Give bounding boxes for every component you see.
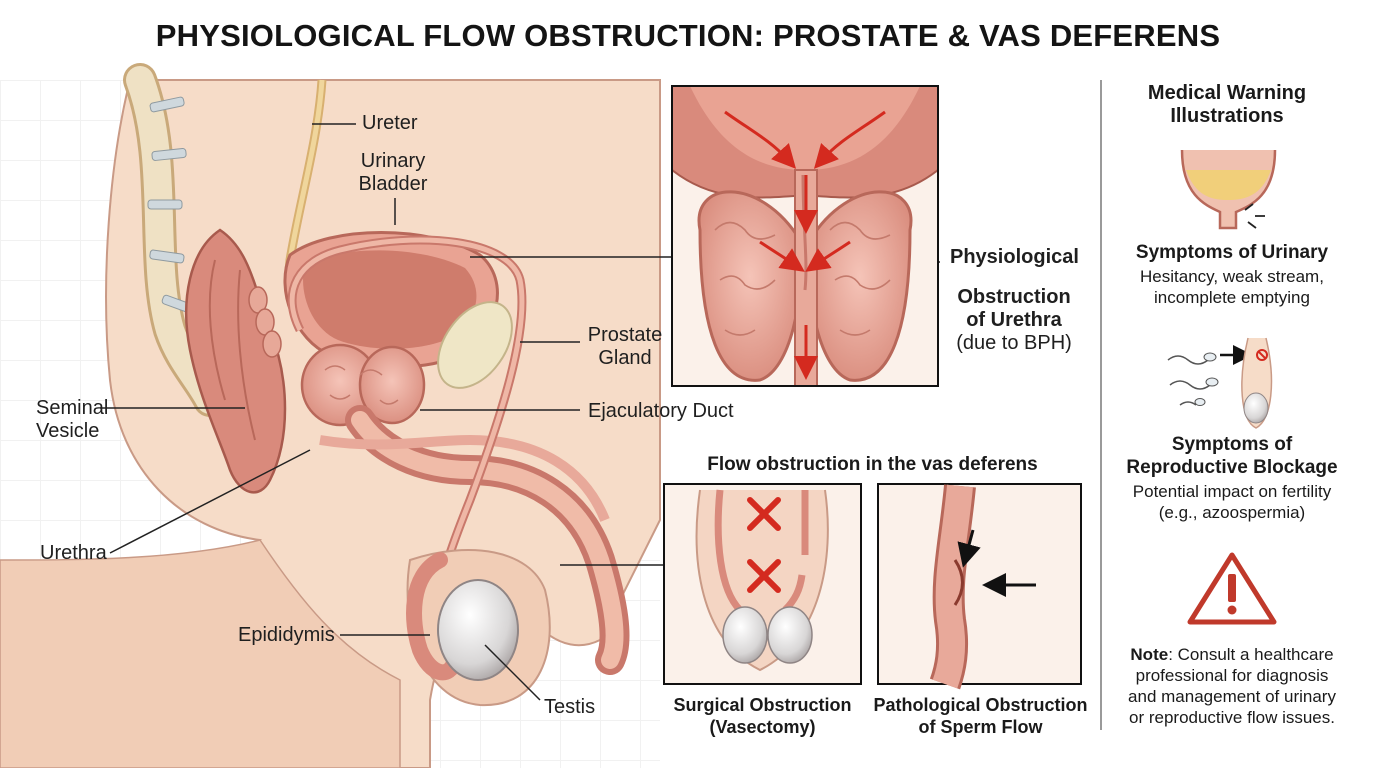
label-obstruction-line4: (due to BPH) [956, 332, 1072, 354]
label-epididymis: Epididymis [238, 624, 335, 646]
label-obstruction-line3: of Urethra [966, 309, 1062, 331]
label-physiological: Physiological [950, 246, 1079, 268]
label-seminal-line2: Vesicle [36, 420, 100, 442]
urinary-text-line1: Hesitancy, weak stream, [1140, 267, 1324, 286]
label-urethra: Urethra [40, 542, 107, 564]
repro-title-line2: Reproductive Blockage [1126, 457, 1338, 478]
urethra-inset [671, 85, 939, 387]
label-prostate-line1: Prostate [587, 324, 663, 346]
label-prostate-line2: Gland [598, 347, 652, 369]
sidebar-heading-line2: Illustrations [1170, 105, 1284, 127]
caption-pathological: Pathological Obstruction of Sperm Flow [868, 694, 1093, 738]
prostate-shape [300, 343, 426, 427]
label-urinary-bladder-line1: Urinary [360, 150, 426, 172]
label-testis: Testis [544, 696, 596, 718]
caption-surgical-line2: (Vasectomy) [709, 717, 816, 737]
label-seminal-line1: Seminal [36, 397, 109, 419]
caption-pathological-line2: of Sperm Flow [918, 717, 1043, 737]
urinary-symptoms-title: Symptoms of Urinary [1135, 242, 1329, 263]
label-prostate-gland: Prostate Gland [580, 324, 670, 370]
caption-surgical: Surgical Obstruction (Vasectomy) [664, 694, 861, 738]
note-line4: or reproductive flow issues. [1129, 708, 1335, 727]
note-line1: Note: Consult a healthcare [1112, 644, 1352, 665]
buttock [0, 539, 401, 768]
testis-shape [437, 579, 519, 681]
epididymis-shape [406, 552, 463, 681]
repro-symptoms-title: Symptoms of Reproductive Blockage [1104, 433, 1360, 479]
label-ejaculatory-duct: Ejaculatory Duct [588, 400, 734, 422]
label-obstruction-urethra: Obstruction of Urethra (due to BPH) [950, 286, 1078, 355]
sidebar-divider [1100, 80, 1102, 730]
caption-pathological-line1: Pathological Obstruction [873, 695, 1088, 715]
sperm-blockage-icon [1167, 337, 1273, 429]
label-obstruction-line2: Obstruction [957, 286, 1071, 308]
warning-triangle-icon [1187, 552, 1277, 625]
urinary-symptoms-text: Hesitancy, weak stream, incomplete empty… [1104, 266, 1360, 308]
bladder-icon [1180, 149, 1277, 230]
repro-title-line1: Symptoms of [1171, 434, 1293, 455]
sidebar-heading: Medical Warning Illustrations [1104, 82, 1350, 128]
repro-text-line2: (e.g., azoospermia) [1158, 503, 1306, 522]
caption-surgical-line1: Surgical Obstruction [673, 695, 852, 715]
sidebar-note: Note: Consult a healthcare professional … [1112, 644, 1352, 728]
urinary-text-line2: incomplete emptying [1154, 288, 1310, 307]
sidebar-heading-line1: Medical Warning [1147, 82, 1307, 104]
note-line2: professional for diagnosis [1135, 666, 1329, 685]
label-urinary-bladder: Urinary Bladder [348, 150, 438, 196]
vas-heading: Flow obstruction in the vas deferens [707, 454, 1038, 475]
note-label: Note [1130, 645, 1169, 664]
label-urinary-bladder-line2: Bladder [358, 173, 428, 195]
note-text-1: : Consult a healthcare [1168, 645, 1334, 664]
label-ureter: Ureter [362, 112, 418, 134]
vasectomy-panel [663, 483, 862, 685]
pathological-panel [877, 483, 1082, 690]
seminal-vesicle-shape [248, 286, 282, 358]
spine [123, 63, 227, 417]
label-seminal-vesicle: Seminal Vesicle [36, 397, 108, 443]
pubic-bone [437, 301, 513, 389]
repro-text-line1: Potential impact on fertility [1132, 482, 1332, 501]
note-line3: and management of urinary [1128, 687, 1336, 706]
page-title: PHYSIOLOGICAL FLOW OBSTRUCTION: PROSTATE… [155, 18, 1221, 53]
repro-symptoms-text: Potential impact on fertility (e.g., azo… [1104, 481, 1360, 523]
